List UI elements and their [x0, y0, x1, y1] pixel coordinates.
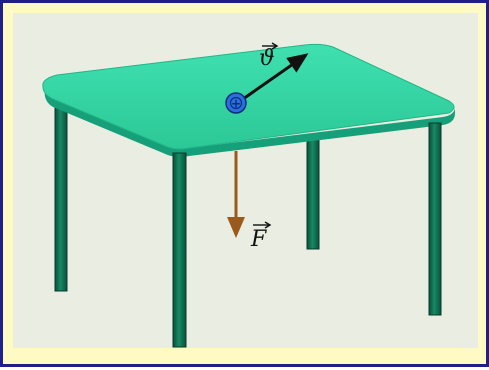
charge-sign: + [231, 97, 241, 111]
force-vector-arrowhead [264, 221, 272, 229]
table-leg-front-left [172, 152, 187, 348]
table-leg-back-right [306, 134, 320, 250]
table-leg-front-right [428, 122, 442, 316]
charge-inner-ring [229, 96, 243, 110]
velocity-label: ϑ [259, 46, 275, 71]
force-label: F [250, 227, 267, 252]
table-scene: F ϑ + [13, 13, 478, 348]
velocity-vector-arrowhead [271, 42, 279, 50]
table-top-edge [44, 89, 456, 157]
velocity-arrow [242, 53, 309, 101]
table-leg-back-left [54, 94, 68, 292]
positive-charge [225, 92, 247, 114]
